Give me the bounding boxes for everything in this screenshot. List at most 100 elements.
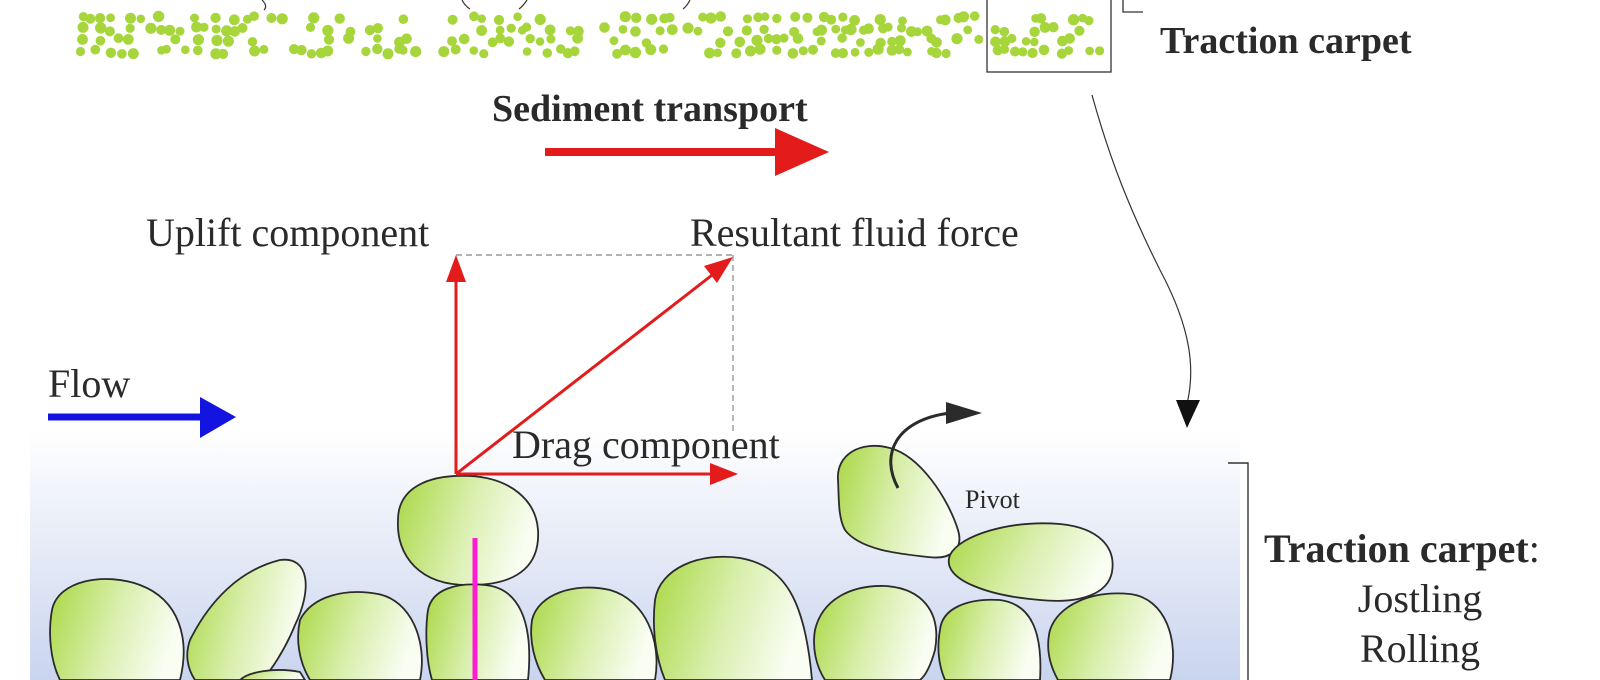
small-grain: [903, 47, 912, 57]
pivot-rotation-arrow: [889, 402, 982, 489]
small-grain: [308, 12, 320, 24]
uplift-arrowhead: [446, 255, 466, 282]
small-grain: [704, 47, 715, 59]
small-grain: [546, 34, 556, 44]
small-grain: [479, 49, 489, 59]
grain: [1047, 592, 1174, 680]
small-grain: [1067, 14, 1080, 26]
small-grain: [894, 35, 906, 47]
small-grain: [1027, 47, 1038, 59]
small-grain: [1029, 26, 1040, 37]
small-grain: [535, 37, 545, 46]
small-grain: [1010, 46, 1020, 57]
grain-pivot-support: [947, 522, 1114, 602]
small-grain: [334, 13, 345, 24]
small-grain: [513, 12, 522, 21]
small-grain: [373, 34, 382, 43]
small-grain: [343, 32, 355, 44]
small-grain: [323, 34, 335, 45]
small-grain: [958, 11, 970, 23]
small-grain: [534, 13, 546, 26]
small-grain: [469, 46, 479, 55]
small-grain: [760, 12, 770, 21]
small-grain: [763, 33, 774, 44]
small-grain: [1021, 37, 1031, 46]
small-grain: [1095, 46, 1105, 56]
small-grain: [753, 12, 764, 23]
small-grain: [122, 34, 134, 45]
small-grain: [259, 44, 269, 54]
traction-carpet-side-colon: :: [1529, 526, 1540, 571]
small-grain: [1007, 33, 1017, 44]
small-grain: [939, 14, 951, 26]
small-grain: [1085, 46, 1094, 56]
grain-pile: [49, 444, 1174, 680]
traction-carpet-side-heading: Traction carpet:: [1264, 526, 1540, 571]
small-grain: [874, 14, 886, 26]
small-grain: [931, 37, 942, 48]
small-grain: [864, 47, 874, 57]
small-grain: [779, 33, 789, 43]
small-grain: [382, 48, 394, 60]
small-grain: [872, 43, 884, 55]
jostling-label: Jostling: [1358, 576, 1482, 621]
grain: [937, 598, 1042, 680]
small-grain: [117, 49, 127, 59]
pivot-label: Pivot: [965, 485, 1021, 514]
small-grain: [211, 34, 223, 47]
small-grain: [990, 36, 1001, 48]
small-grain: [645, 44, 657, 56]
small-grain: [162, 44, 171, 54]
small-grain: [522, 47, 532, 56]
small-grain: [837, 33, 847, 43]
small-grain: [104, 26, 115, 37]
small-grain: [913, 27, 922, 37]
rolling-label: Rolling: [1360, 626, 1480, 671]
small-grain: [771, 34, 782, 45]
drag-component-label: Drag component: [512, 422, 780, 467]
resultant-arrowhead: [704, 257, 733, 283]
small-grain: [655, 26, 665, 36]
small-grain: [731, 48, 742, 59]
small-grain: [951, 33, 963, 45]
small-grain: [105, 47, 117, 58]
small-grain: [106, 13, 115, 23]
small-grain: [666, 24, 678, 35]
small-grain: [751, 34, 763, 46]
small-grain: [249, 11, 259, 21]
small-grain: [125, 23, 135, 33]
small-grain: [249, 45, 261, 57]
small-grain: [741, 25, 752, 36]
small-grain: [95, 13, 106, 24]
small-grain: [883, 22, 893, 32]
small-grain: [544, 24, 556, 36]
small-grain: [156, 24, 167, 35]
small-grain: [734, 36, 746, 48]
small-grain: [826, 14, 837, 25]
small-grain: [990, 25, 1000, 35]
grain: [530, 586, 658, 680]
small-grain: [1035, 13, 1047, 24]
small-grain: [125, 12, 136, 24]
small-grain: [170, 34, 181, 45]
small-grain: [572, 32, 583, 44]
small-grain: [164, 24, 176, 36]
small-grain: [75, 46, 86, 57]
small-grain: [715, 37, 726, 48]
small-grain: [493, 14, 505, 26]
small-grain: [698, 12, 708, 22]
traction-carpet-bracket: [1228, 462, 1249, 680]
small-grain: [845, 23, 857, 36]
small-grain: [713, 48, 722, 58]
small-grain: [629, 46, 642, 59]
small-grain: [127, 48, 139, 60]
uplift-component-label: Uplift component: [146, 210, 429, 255]
small-grain: [599, 22, 610, 33]
small-grain: [77, 34, 88, 45]
small-grain: [705, 12, 717, 24]
small-grain: [364, 25, 375, 36]
small-grain: [247, 37, 258, 47]
small-grain: [745, 45, 756, 57]
small-grain: [372, 23, 383, 34]
small-grain: [438, 46, 450, 58]
